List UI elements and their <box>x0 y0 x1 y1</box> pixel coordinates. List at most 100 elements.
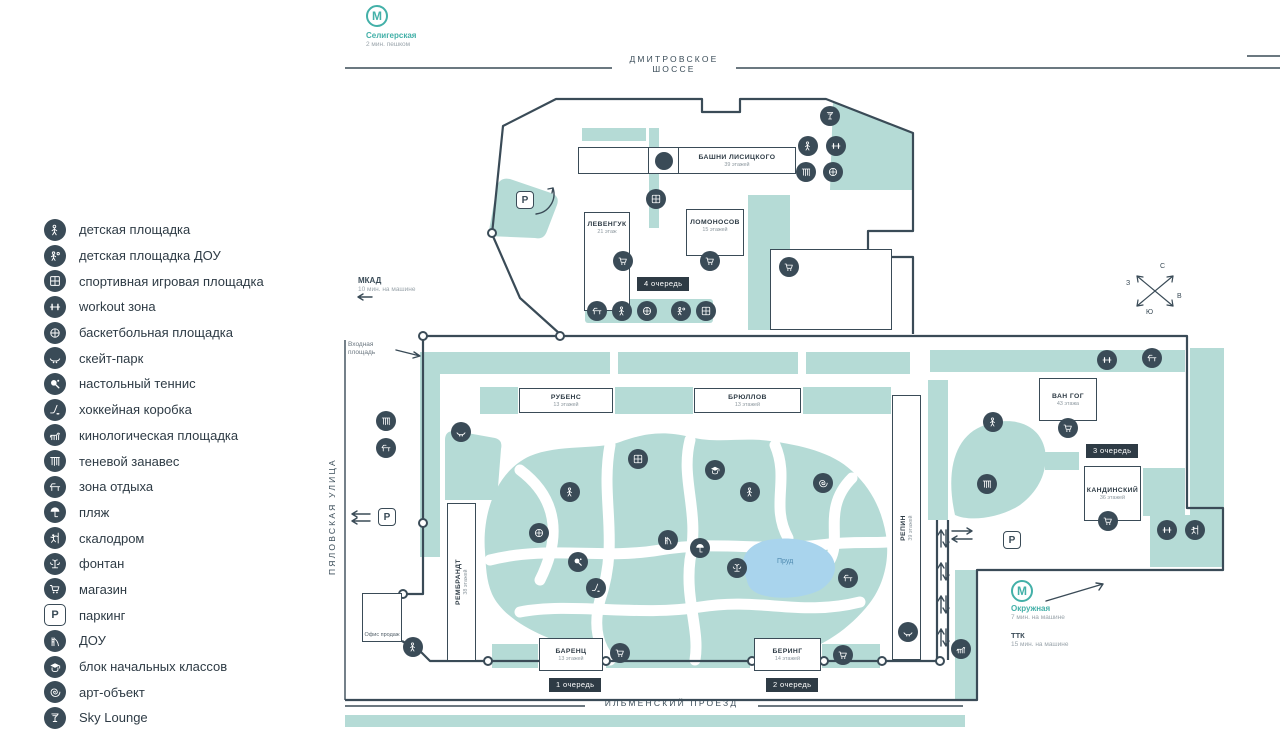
building-levenguk[interactable]: ЛЕВЕНГУК 21 этаж <box>584 212 630 311</box>
map-parking-icon: P <box>378 508 396 526</box>
legend-item-fountain: фонтан <box>44 551 264 577</box>
compass-south: Ю <box>1146 309 1154 316</box>
building-floors: 14 этажей <box>774 655 801 662</box>
compass-west: З <box>1126 280 1131 287</box>
legend-item-label: магазин <box>79 581 128 597</box>
legend-item-label: спортивная игровая площадка <box>79 273 264 289</box>
legend-item-label: Sky Lounge <box>79 710 148 726</box>
building-label-cell: БАШНИ ЛИСИЦКОГО 39 этажей <box>679 148 795 173</box>
building-lomonosov[interactable]: ЛОМОНОСОВ 15 этажей <box>686 209 744 256</box>
legend-item-climbing: скалодром <box>44 525 264 551</box>
map-school-icon <box>705 460 725 480</box>
map-skate-icon <box>451 422 471 442</box>
building-van-gogh[interactable]: ВАН ГОГ 43 этажа <box>1039 378 1097 421</box>
building-name: БАРЕНЦ <box>555 647 587 655</box>
legend-item-label: хоккейная коробка <box>79 402 192 418</box>
legend-item-rest: зона отдыха <box>44 474 264 500</box>
map-fountain-icon <box>727 558 747 578</box>
building-rembrandt[interactable]: РЕМБРАНДТ 38 этажей <box>447 503 476 661</box>
sales-office[interactable]: Офис продаж <box>362 593 402 642</box>
entrance-square-label: Входная площадь <box>348 341 376 357</box>
table-tennis-icon <box>44 372 66 395</box>
building-name: КАНДИНСКИЙ <box>1086 486 1139 494</box>
map-playground-icon <box>403 637 423 657</box>
map-workout-icon <box>1097 350 1117 370</box>
building-name: РУБЕНС <box>550 393 582 401</box>
map-dou-icon <box>658 530 678 550</box>
legend-item-table-tennis: настольный теннис <box>44 371 264 397</box>
building-barents[interactable]: БАРЕНЦ 13 этажей <box>539 638 603 671</box>
pond <box>742 538 835 598</box>
building-name: ВАН ГОГ <box>1052 392 1084 400</box>
legend-item-label: зона отдыха <box>79 479 154 495</box>
shop-icon <box>654 151 673 170</box>
shop-icon <box>44 578 66 601</box>
rest-icon <box>44 475 66 498</box>
pond-label: Пруд <box>777 558 794 565</box>
building-floors: 38 этажей <box>462 569 469 595</box>
map-rest-icon <box>376 438 396 458</box>
building-shop-cell <box>649 148 679 173</box>
building-kandinsky[interactable]: КАНДИНСКИЙ 36 этажей <box>1084 466 1141 521</box>
sky-lounge-icon <box>44 706 66 729</box>
map-playground-icon <box>612 301 632 321</box>
map-basketball-icon <box>637 301 657 321</box>
map-rest-icon <box>1142 348 1162 368</box>
legend-item-label: детская площадка <box>79 222 191 238</box>
building-bering[interactable]: БЕРИНГ 14 этажей <box>754 638 821 671</box>
building-name: БЕРИНГ <box>772 647 803 655</box>
mkad-time: 10 мин. на машине <box>358 286 416 293</box>
playground-dou-icon <box>44 244 66 267</box>
street-dmitrovskoe: ДМИТРОВСКОЕ ШОССЕ <box>629 54 719 74</box>
building-floors: 13 этажей <box>558 655 584 662</box>
dou-icon <box>44 629 66 652</box>
legend-item-basketball: баскетбольная площадка <box>44 320 264 346</box>
map-playground-icon <box>983 412 1003 432</box>
sport-grid-icon <box>44 270 66 293</box>
legend-item-label: настольный теннис <box>79 376 196 392</box>
metro-seligerskaya: М <box>366 5 388 27</box>
legend-item-label: теневой занавес <box>79 453 180 469</box>
art-icon <box>44 681 66 704</box>
phase-3-badge: 3 очередь <box>1086 444 1139 458</box>
legend-item-school: блок начальных классов <box>44 654 264 680</box>
ttk-time: 15 мин. на машине <box>1011 641 1069 648</box>
building-name: ЛЕВЕНГУК <box>587 221 627 228</box>
legend-item-sport-grid: спортивная игровая площадка <box>44 268 264 294</box>
building-name: БАШНИ ЛИСИЦКОГО <box>698 153 776 161</box>
legend-item-label: пляж <box>79 504 110 520</box>
legend-item-label: фонтан <box>79 556 125 572</box>
map-sport-grid-icon <box>628 449 648 469</box>
building-name: РЕПИН <box>899 514 907 541</box>
legend-item-label: блок начальных классов <box>79 659 228 675</box>
shade-icon <box>44 450 66 473</box>
beach-icon <box>44 501 66 524</box>
building-floors: 39 этажей <box>907 514 914 541</box>
entrance-nodes <box>398 228 945 666</box>
building-floors: 13 этажей <box>734 401 761 408</box>
map-playground-icon <box>798 136 818 156</box>
map-hockey-icon <box>586 578 606 598</box>
building-bashni-lisitskogo[interactable]: БАШНИ ЛИСИЦКОГО 39 этажей <box>578 147 796 174</box>
building-floors: 43 этажа <box>1056 400 1080 407</box>
map-shop-icon <box>613 251 633 271</box>
building-rubens[interactable]: РУБЕНС 13 этажей <box>519 388 613 413</box>
map-table-tennis-icon <box>568 552 588 572</box>
map-shop-icon <box>700 251 720 271</box>
phase-2-badge: 2 очередь <box>766 678 819 692</box>
legend-item-hockey: хоккейная коробка <box>44 397 264 423</box>
building-bryullov[interactable]: БРЮЛЛОВ 13 этажей <box>694 388 801 413</box>
legend-item-label: кинологическая площадка <box>79 427 239 443</box>
legend-item-label: скалодром <box>79 530 145 546</box>
metro-icon: М <box>366 5 388 27</box>
street-ilmensky: ИЛЬМЕНСКИЙ ПРОЕЗД <box>604 698 739 708</box>
building-repin[interactable]: РЕПИН 39 этажей <box>892 395 921 660</box>
building-name: ЛОМОНОСОВ <box>690 219 740 226</box>
school-icon <box>44 655 66 678</box>
map-shop-icon <box>833 645 853 665</box>
legend-item-label: паркинг <box>79 607 126 623</box>
building-floors: 15 этажей <box>702 227 728 233</box>
compass-east: В <box>1177 293 1182 300</box>
